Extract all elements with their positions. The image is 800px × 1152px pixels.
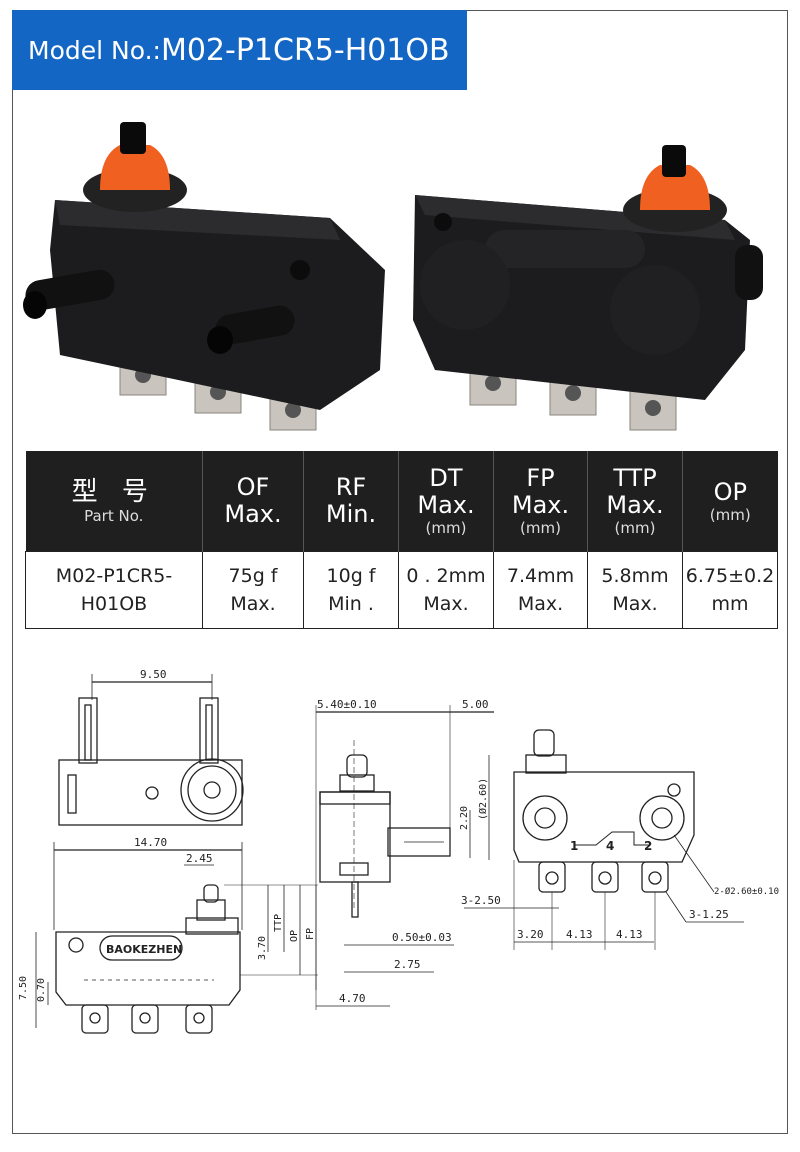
dim-413-a: 4.13 bbox=[566, 928, 593, 941]
dim-220: 2.20 bbox=[459, 806, 470, 830]
brand-label: BAOKEZHEN bbox=[106, 943, 182, 956]
dim-op: OP bbox=[289, 930, 300, 942]
model-title-bar: Model No.: M02-P1CR5-H01OB bbox=[12, 10, 467, 90]
technical-drawings: 9.50 14.70 2.45 BAO bbox=[14, 660, 786, 1060]
header-of: OF Max. bbox=[202, 451, 304, 552]
header-rf: RF Min. bbox=[303, 451, 399, 552]
terminal-1-label: 1 bbox=[570, 839, 578, 853]
top-view-drawing: 9.50 bbox=[58, 668, 244, 826]
spec-table-header-row: 型 号 Part No. OF Max. RF Min. DT Max. (mm… bbox=[25, 451, 778, 552]
dim-2-hole: 2-Ø2.60±0.10 bbox=[714, 886, 779, 897]
dim-540: 5.40±0.10 bbox=[317, 698, 377, 711]
dim-top-width: 9.50 bbox=[140, 668, 167, 681]
header-fp: FP Max. (mm) bbox=[493, 451, 588, 552]
dim-3-125: 3-1.25 bbox=[689, 908, 729, 921]
front-view-drawing: 14.70 2.45 BAOKEZHEN 3.70 TTP OP FP bbox=[18, 836, 318, 1034]
dim-500: 5.00 bbox=[462, 698, 489, 711]
model-number: M02-P1CR5-H01OB bbox=[160, 32, 450, 68]
side-view-drawing: 5.40±0.10 5.00 2.20 (Ø2.60) 0.50±0.03 2.… bbox=[315, 698, 494, 1010]
header-op: OP (mm) bbox=[682, 451, 778, 552]
header-ttp: TTP Max. (mm) bbox=[587, 451, 683, 552]
dim-370: 3.70 bbox=[257, 936, 268, 960]
dim-070: 0.70 bbox=[36, 978, 47, 1002]
product-photo-rear bbox=[405, 100, 775, 440]
dim-750: 7.50 bbox=[18, 976, 29, 1000]
dim-275: 2.75 bbox=[394, 958, 421, 971]
dim-ttp: TTP bbox=[273, 914, 284, 932]
dim-413-b: 4.13 bbox=[616, 928, 643, 941]
dim-260: (Ø2.60) bbox=[477, 778, 489, 820]
dim-fp: FP bbox=[305, 928, 316, 940]
spec-table: 型 号 Part No. OF Max. RF Min. DT Max. (mm… bbox=[25, 451, 778, 629]
cell-part-no: M02-P1CR5-H01OB bbox=[25, 551, 203, 629]
rear-view-drawing: 1 4 2 3.20 4.13 4.13 3-2.50 2-Ø2.60±0.10… bbox=[461, 729, 779, 950]
terminal-2-label: 2 bbox=[644, 839, 652, 853]
dim-245: 2.45 bbox=[186, 852, 213, 865]
header-part-no: 型 号 Part No. bbox=[25, 451, 203, 552]
model-label: Model No.: bbox=[28, 35, 161, 65]
terminal-4-label: 4 bbox=[606, 839, 614, 853]
dim-length: 14.70 bbox=[134, 836, 167, 849]
dim-320: 3.20 bbox=[517, 928, 544, 941]
dim-050: 0.50±0.03 bbox=[392, 931, 452, 944]
dim-3-250: 3-2.50 bbox=[461, 894, 501, 907]
product-photo-front bbox=[20, 100, 390, 440]
dim-470: 4.70 bbox=[339, 992, 366, 1005]
header-dt: DT Max. (mm) bbox=[398, 451, 494, 552]
